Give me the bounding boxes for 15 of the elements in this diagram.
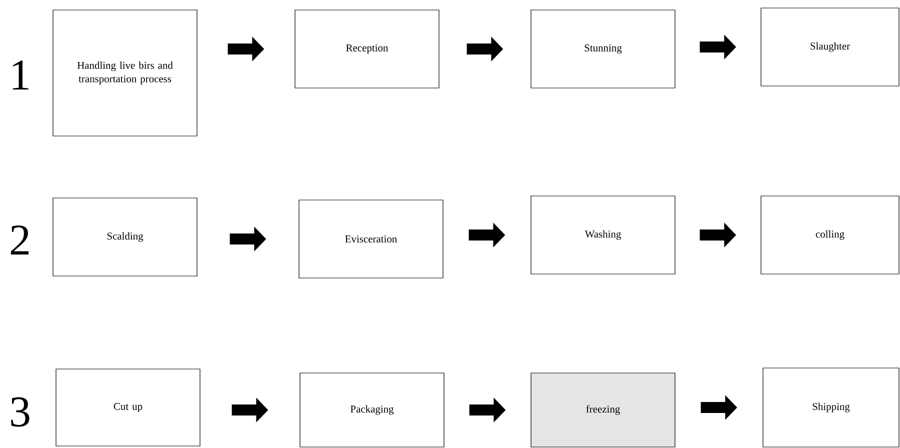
process-box: Reception — [294, 10, 440, 88]
process-box: Scalding — [52, 198, 198, 276]
process-box: Slaughter — [760, 8, 900, 86]
row-number: 3 — [11, 397, 30, 427]
row-number: 1 — [12, 60, 28, 90]
process-box: Handling live birs and transportation process — [52, 10, 198, 136]
process-box: freezing — [530, 372, 676, 448]
process-box: Washing — [530, 196, 676, 274]
process-box: Cut up — [56, 368, 200, 446]
row-number: 2 — [10, 226, 29, 254]
process-box: Packaging — [300, 372, 444, 448]
process-box: colling — [760, 196, 900, 274]
process-box: Evisceration — [298, 200, 444, 278]
process-box: Stunning — [530, 10, 676, 88]
process-box: Shipping — [762, 368, 900, 448]
